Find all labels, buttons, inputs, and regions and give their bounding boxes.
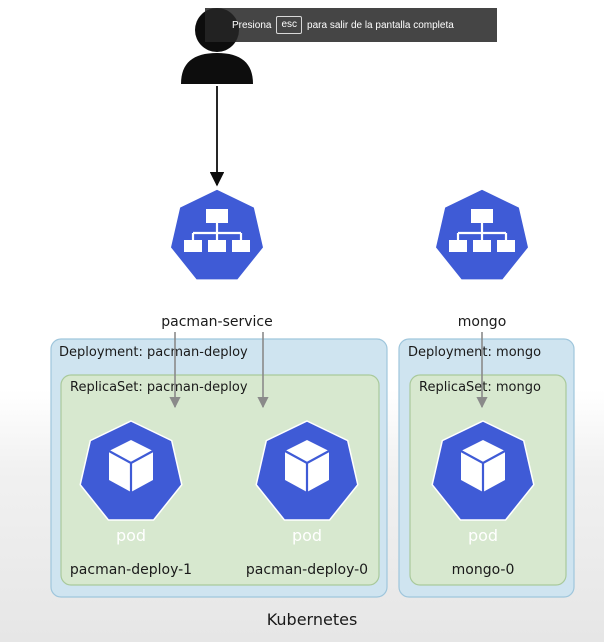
fullscreen-notice: Presiona esc para salir de la pantalla c…: [205, 8, 497, 42]
service-badge: svc: [205, 285, 228, 301]
cluster-label: Kubernetes: [267, 610, 358, 629]
deployment-label-pacman: Deployment: pacman-deploy: [59, 345, 248, 360]
pod-icon: [79, 420, 183, 521]
service-icon: [169, 188, 265, 281]
pod-badge: pod: [116, 526, 146, 545]
service-name: mongo: [458, 314, 507, 330]
pod-name: mongo-0: [452, 562, 515, 578]
service-badge: svc: [470, 285, 493, 301]
pod-name: pacman-deploy-1: [70, 562, 192, 578]
service-icon: [434, 188, 530, 281]
pod-badge: pod: [292, 526, 322, 545]
esc-key-hint: esc: [276, 16, 303, 34]
pod-badge: pod: [468, 526, 498, 545]
deployment-label-mongo: Deployment: mongo: [408, 345, 541, 360]
replicaset-label-pacman: ReplicaSet: pacman-deploy: [70, 380, 248, 395]
replicaset-label-mongo: ReplicaSet: mongo: [419, 380, 541, 395]
pod-icon: [255, 420, 359, 521]
pod-name: pacman-deploy-0: [246, 562, 368, 578]
fullscreen-notice-suffix: para salir de la pantalla completa: [307, 19, 454, 31]
pod-icon: [431, 420, 535, 521]
fullscreen-notice-prefix: Presiona: [232, 19, 272, 31]
service-name: pacman-service: [161, 314, 272, 330]
